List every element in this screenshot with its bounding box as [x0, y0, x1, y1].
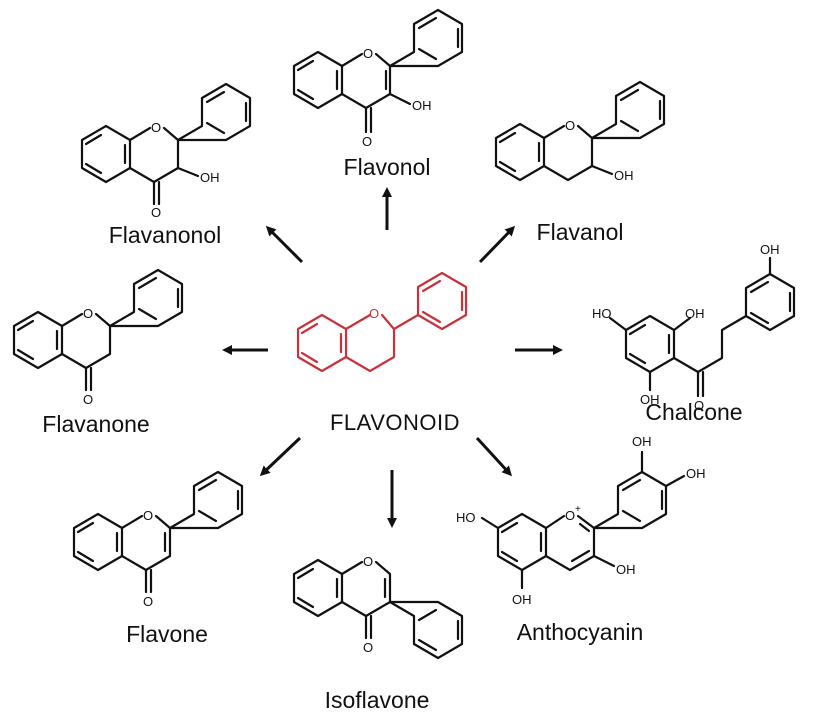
flavonol-ring-oxygen: O — [363, 46, 373, 61]
flavanone-structure: O O — [12, 268, 184, 407]
flavonoid-label: FLAVONOID — [330, 410, 460, 435]
isoflavone-label: Isoflavone — [325, 687, 430, 713]
flavanonol-carbonyl-oxygen: O — [151, 205, 161, 220]
anthocyanin-hydroxyl-7: HO — [456, 510, 476, 525]
flavanonol-label: Flavanonol — [109, 222, 222, 248]
anthocyanin-hydroxyl-3prime: OH — [632, 434, 652, 449]
flavone-label: Flavone — [126, 621, 208, 647]
isoflavone-carbonyl-oxygen: O — [363, 640, 373, 655]
arrow-to-flavanol — [478, 225, 516, 264]
chalcone-hydroxyl-para: OH — [760, 242, 780, 257]
arrow-to-anthocyanin — [475, 436, 513, 477]
anthocyanin-structure: O + HO OH OH OH OH — [456, 434, 706, 607]
chalcone-hydroxyl-bottom: OH — [640, 392, 660, 407]
chalcone-hydroxyl-left: HO — [592, 306, 612, 321]
anthocyanin-hydroxyl-5: OH — [512, 592, 532, 607]
isoflavone-ring-oxygen: O — [363, 554, 373, 569]
arrow-to-flavanonol — [265, 225, 304, 264]
flavanone-carbonyl-oxygen: O — [83, 392, 93, 407]
isoflavone-structure: O O — [292, 554, 464, 660]
flavanonol-hydroxyl: OH — [200, 170, 220, 185]
flavanol-label: Flavanol — [537, 219, 624, 245]
reaction-arrows — [222, 187, 563, 528]
flavanol-structure: O OH — [494, 80, 666, 183]
flavonol-structure: O O OH — [292, 8, 464, 149]
chalcone-carbonyl-oxygen: O — [694, 398, 704, 413]
anthocyanin-hydroxyl-4prime: OH — [686, 466, 706, 481]
flavonol-carbonyl-oxygen: O — [362, 134, 372, 149]
flavone-structure: O O — [72, 470, 244, 609]
flavanonol-structure: O O OH — [80, 82, 252, 220]
arrow-to-flavone — [259, 436, 302, 477]
flavone-ring-oxygen: O — [143, 508, 153, 523]
flavonol-hydroxyl: OH — [412, 98, 432, 113]
flavanol-ring-oxygen: O — [565, 118, 575, 133]
flavanol-hydroxyl: OH — [614, 168, 634, 183]
chalcone-hydroxyl-top: OH — [685, 306, 705, 321]
anthocyanin-ring-oxygen: O — [565, 508, 575, 523]
anthocyanin-label: Anthocyanin — [517, 619, 644, 645]
center-oxygen-atom: O — [369, 306, 379, 321]
anthocyanin-charge: + — [575, 504, 581, 515]
flavonoid-structure: O — [296, 271, 468, 373]
anthocyanin-hydroxyl-3: OH — [616, 562, 636, 577]
flavanonol-ring-oxygen: O — [151, 120, 161, 135]
flavanone-ring-oxygen: O — [83, 306, 93, 321]
chalcone-structure: HO OH OH O OH — [592, 242, 796, 413]
flavanone-label: Flavanone — [42, 411, 149, 437]
flavonol-label: Flavonol — [344, 154, 431, 180]
flavone-carbonyl-oxygen: O — [143, 594, 153, 609]
chalcone-label: Chalcone — [645, 399, 742, 425]
